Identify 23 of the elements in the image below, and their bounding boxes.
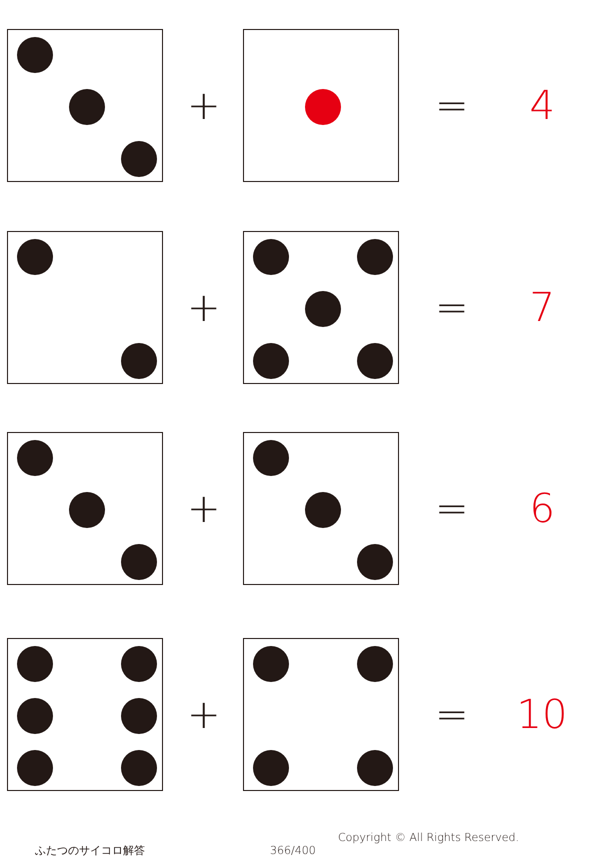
answer-number: 10 (516, 695, 568, 735)
plus-sign: + (187, 288, 221, 328)
equals-sign: = (435, 695, 469, 735)
page-number: 366/400 (270, 844, 316, 856)
plus-sign: + (187, 489, 221, 529)
die-face (7, 29, 163, 182)
plus-sign: + (187, 695, 221, 735)
equals-sign: = (435, 489, 469, 529)
die-face (243, 432, 399, 585)
answer-number: 7 (530, 288, 555, 328)
die-face (243, 29, 399, 182)
answer-number: 6 (530, 489, 555, 529)
die-face (7, 432, 163, 585)
die-face (243, 638, 399, 791)
equals-sign: = (435, 86, 469, 126)
die-face (7, 638, 163, 791)
die-face (243, 231, 399, 384)
die-face (7, 231, 163, 384)
equals-sign: = (435, 288, 469, 328)
plus-sign: + (187, 86, 221, 126)
copyright-notice: Copyright © All Rights Reserved. (338, 832, 520, 842)
answer-number: 4 (530, 86, 555, 126)
footer-title: ふたつのサイコロ解答 (35, 844, 145, 856)
